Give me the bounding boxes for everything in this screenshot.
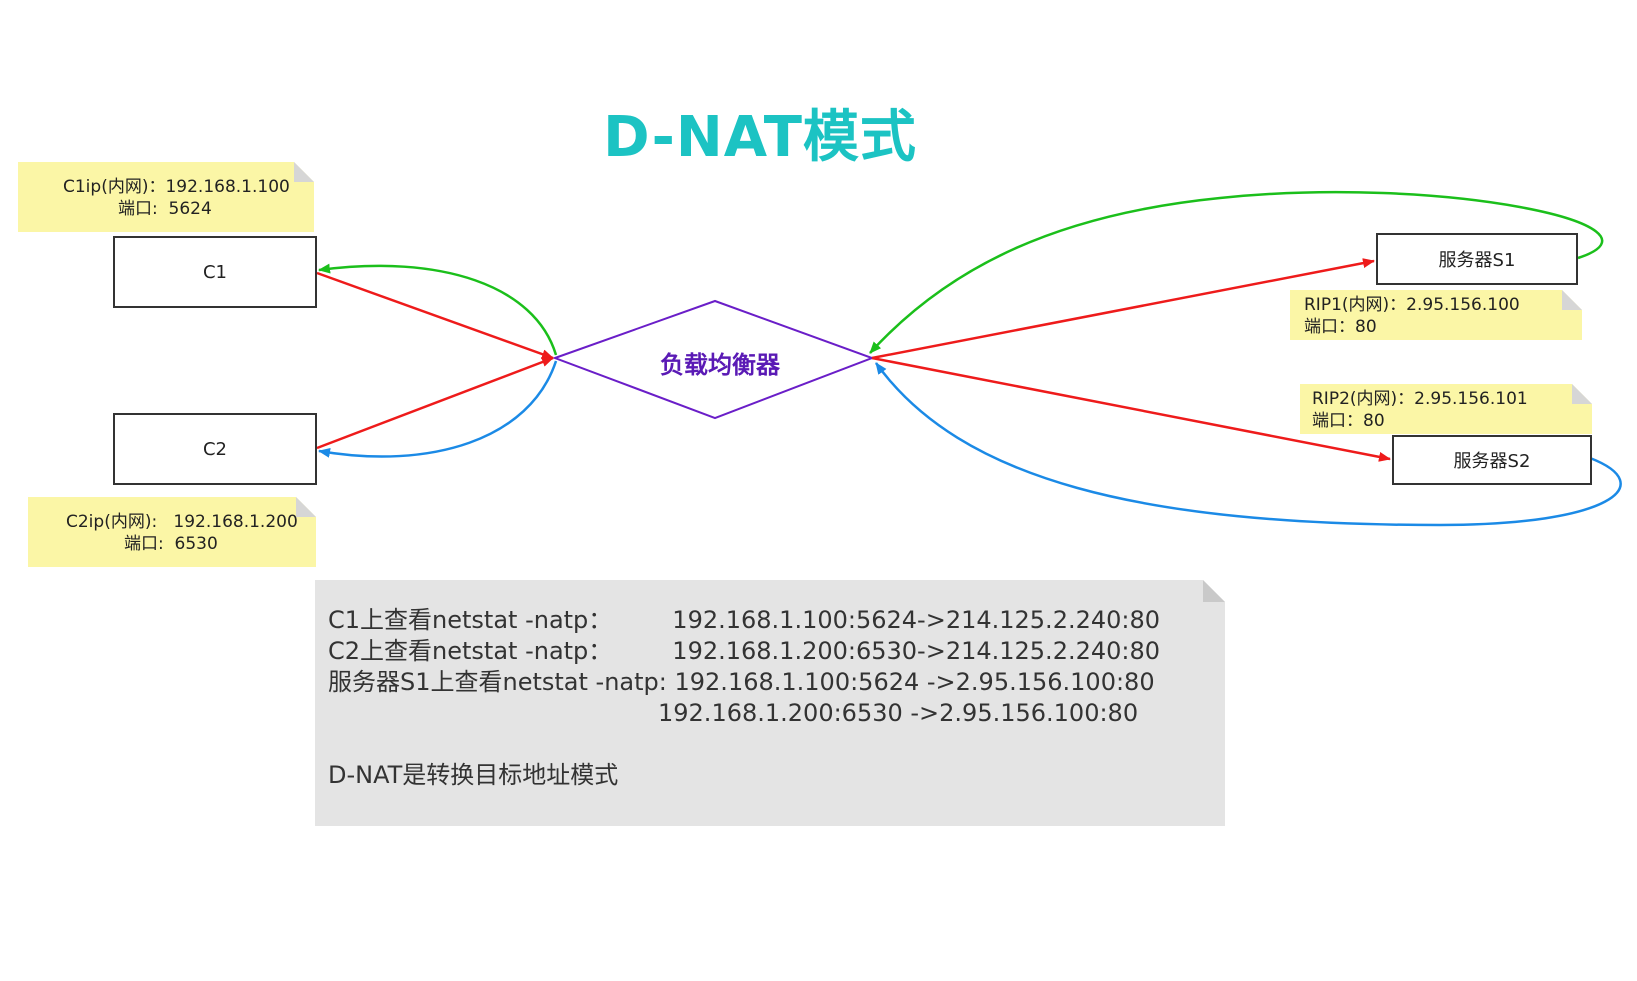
info-row-c2-value: 192.168.1.200:6530->214.125.2.240:80 <box>672 637 1161 665</box>
client-c1-box[interactable]: C1 <box>113 236 317 308</box>
c2-address-note: C2ip(内网): 192.168.1.200 端口: 6530 <box>28 497 316 567</box>
server-s2-label: 服务器S2 <box>1453 451 1531 472</box>
c2-ip-text: C2ip(内网): 192.168.1.200 <box>66 512 298 532</box>
info-spacer <box>328 729 1225 760</box>
c1-ip-text: C1ip(内网)：192.168.1.100 <box>63 177 290 197</box>
s2-address-note: RIP2(内网)：2.95.156.101 端口：80 <box>1300 384 1592 434</box>
arrow-s1-reply-to-balancer <box>869 190 1604 354</box>
info-row-c1: C1上查看netstat -natp： 192.168.1.100:5624->2… <box>328 605 1225 636</box>
server-s1-label: 服务器S1 <box>1438 250 1516 271</box>
page-title: D-NAT模式 <box>603 105 917 170</box>
netstat-info-panel: C1上查看netstat -natp： 192.168.1.100:5624->2… <box>315 580 1225 826</box>
arrow-c1-to-balancer <box>316 271 554 360</box>
c2-port-text: 端口: 6530 <box>124 534 218 554</box>
arrow-balancer-reply-to-c1 <box>318 263 558 356</box>
s2-ip-text: RIP2(内网)：2.95.156.101 <box>1312 389 1528 409</box>
client-c2-box[interactable]: C2 <box>113 413 317 485</box>
info-row-c2-label: C2上查看netstat -natp： <box>328 637 613 665</box>
info-row-s1-value: 192.168.1.100:5624 ->2.95.156.100:80 <box>674 668 1155 696</box>
arrow-balancer-to-s2 <box>871 356 1391 462</box>
info-row-s1: 服务器S1上查看netstat -natp: 192.168.1.100:562… <box>328 667 1225 698</box>
c1-port-text: 端口: 5624 <box>118 199 212 219</box>
c1-address-note: C1ip(内网)：192.168.1.100 端口: 5624 <box>18 162 314 232</box>
client-c1-label: C1 <box>202 261 228 283</box>
s1-ip-text: RIP1(内网)：2.95.156.100 <box>1304 295 1520 315</box>
arrow-balancer-to-s1 <box>871 258 1375 360</box>
info-row-c1-value: 192.168.1.100:5624->214.125.2.240:80 <box>672 606 1161 634</box>
info-row-c2: C2上查看netstat -natp： 192.168.1.200:6530->2… <box>328 636 1225 667</box>
arrow-c2-to-balancer <box>316 356 554 450</box>
server-s2-box[interactable]: 服务器S2 <box>1392 435 1592 485</box>
s2-port-text: 端口：80 <box>1312 411 1385 431</box>
s1-address-note: RIP1(内网)：2.95.156.100 端口：80 <box>1290 290 1582 340</box>
server-s1-box[interactable]: 服务器S1 <box>1376 233 1578 285</box>
info-row-s1-label: 服务器S1上查看netstat -natp: <box>328 668 667 696</box>
client-c2-label: C2 <box>202 438 228 460</box>
info-row-s1-second-value: 192.168.1.200:6530 ->2.95.156.100:80 <box>658 699 1139 727</box>
s1-port-text: 端口：80 <box>1304 317 1377 337</box>
info-row-c1-label: C1上查看netstat -natp： <box>328 606 613 634</box>
arrow-s2-reply-to-balancer <box>874 362 1622 527</box>
load-balancer-label: 负载均衡器 <box>660 351 780 379</box>
info-row-s1-second: 192.168.1.200:6530 ->2.95.156.100:80 <box>328 698 1225 729</box>
arrow-balancer-reply-to-c2 <box>318 360 558 458</box>
info-summary: D-NAT是转换目标地址模式 <box>328 761 619 789</box>
